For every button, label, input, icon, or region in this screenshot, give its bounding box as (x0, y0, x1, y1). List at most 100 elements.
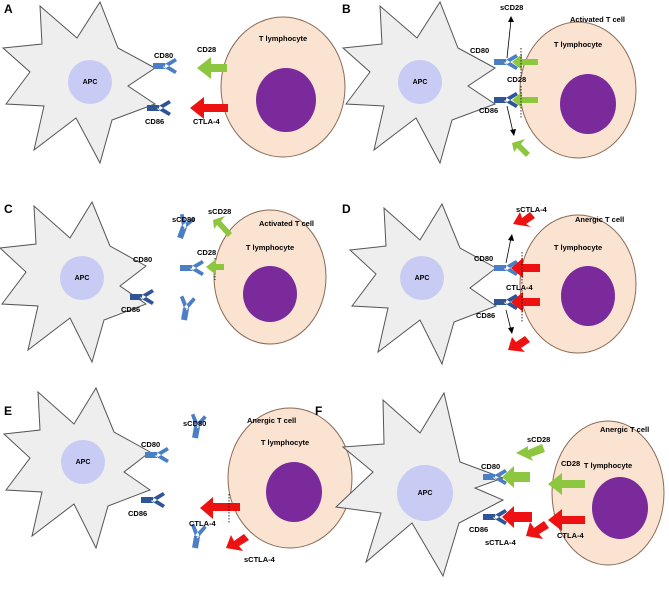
t-lymphocyte-label: T lymphocyte (554, 40, 602, 49)
t-lymphocyte-label: T lymphocyte (554, 243, 602, 252)
release-path-bottom (506, 105, 514, 133)
panel-f: F APC T lymphocyte Anergic T cell sCD28 … (315, 391, 665, 578)
cd86-label: CD86 (479, 106, 498, 115)
t-cell-state-label: Anergic T cell (247, 416, 296, 425)
t-cell-nucleus (256, 68, 316, 132)
scd28-label: sCD28 (527, 435, 550, 444)
cd86-label: CD86 (469, 525, 488, 534)
cd86-receptor (141, 492, 165, 508)
scd28-arrow-released-bottom (512, 139, 530, 157)
cd86-label: CD86 (476, 311, 495, 320)
cd80-label: CD80 (481, 462, 500, 471)
cd80-receptor (494, 260, 518, 276)
release-path-top (506, 19, 512, 59)
apc-nucleus (61, 440, 105, 484)
sctla4-arrow-released-top (513, 212, 535, 227)
sctla4-label: sCTLA-4 (485, 538, 517, 547)
panel-e: E APC T lymphocyte Anergic T cell sCD80 … (2, 386, 353, 564)
cd28-arrow (197, 57, 227, 79)
cd80-receptor (483, 469, 507, 485)
panel-letter: B (342, 2, 351, 16)
scd80-label: sCD80 (172, 215, 195, 224)
cd80-label: CD80 (474, 254, 493, 263)
cd80-receptor (153, 58, 177, 74)
t-lymphocyte-label: T lymphocyte (261, 438, 309, 447)
scd80-soluble-middle (180, 260, 204, 276)
apc-label: APC (76, 459, 91, 466)
release-path-top-head (508, 234, 514, 241)
release-path-bottom-head (508, 327, 514, 334)
scd80-soluble-top (177, 213, 196, 240)
ctla4-label: CTLA-4 (189, 519, 216, 528)
cd28-arrow-membrane (548, 473, 585, 495)
ctla4-arrow (190, 97, 228, 119)
cd80-receptor (494, 54, 518, 70)
t-cell-state-label: Activated T cell (259, 219, 314, 228)
cd86-receptor (494, 294, 518, 310)
ctla4-label: CTLA-4 (193, 117, 220, 126)
cd80-label: CD80 (154, 51, 173, 60)
t-lymphocyte-label: T lymphocyte (259, 34, 307, 43)
ctla4-arrow-bound-bottom (511, 292, 540, 312)
scd28-label: sCD28 (208, 207, 231, 216)
ctla4-arrow-bound (200, 497, 240, 519)
ctla4-arrow-bound-top (511, 258, 540, 278)
apc-label: APC (415, 275, 430, 282)
t-cell-state-label: Anergic T cell (600, 425, 649, 434)
cd80-label: CD80 (470, 46, 489, 55)
release-path-bottom (505, 309, 512, 331)
apc-label: APC (413, 79, 428, 86)
t-lymphocyte-label: T lymphocyte (246, 243, 294, 252)
sctla4-arrow-free (526, 521, 549, 539)
panel-b: B APC T lymphocyte Activated T cell sCD2… (341, 0, 637, 165)
t-cell-nucleus (266, 462, 322, 522)
cd86-label: CD86 (128, 509, 147, 518)
cd80-receptor (145, 447, 169, 463)
release-path-bottom-head (510, 129, 516, 136)
panel-d: D APC T lymphocyte Anergic T cell sCTLA-… (342, 202, 637, 366)
sctla4-arrow-bound (502, 506, 532, 528)
sctla4-label: sCTLA-4 (516, 205, 548, 214)
scd80-label: sCD80 (183, 419, 206, 428)
scd80-soluble-bottom (179, 295, 196, 321)
cd86-label: CD86 (145, 117, 164, 126)
sctla4-arrow-released (226, 534, 249, 551)
panel-a: A APC T lymphocyte CD80 CD86 CD28 CTLA-4 (1, 0, 346, 165)
cd28-arrow-bound-bottom (512, 92, 538, 108)
cd28-label: CD28 (197, 248, 216, 257)
panel-letter: E (4, 404, 12, 418)
cd86-label: CD86 (121, 305, 140, 314)
cd80-label: CD80 (133, 255, 152, 264)
panel-letter: A (4, 2, 13, 16)
apc-label: APC (75, 275, 90, 282)
scd80-soluble-top (190, 413, 207, 439)
t-cell-nucleus (592, 477, 648, 539)
cd28-label: CD28 (507, 75, 526, 84)
release-path-top (505, 237, 512, 264)
panel-letter: D (342, 202, 351, 216)
scd28-arrow-free (516, 444, 545, 461)
t-cell-state-label: Activated T cell (570, 15, 625, 24)
ctla4-arrow-membrane (548, 509, 585, 531)
release-path-top-head (508, 16, 514, 22)
cd28-arrow-bound-top (512, 54, 538, 70)
apc-nucleus (60, 256, 104, 300)
scd80-soluble-bottom (190, 523, 207, 549)
scd28-arrow-released (213, 216, 232, 237)
apc-nucleus (400, 256, 444, 300)
scd28-arrow-bound (502, 466, 530, 488)
t-lymphocyte-label: T lymphocyte (584, 461, 632, 470)
cd28-label: CD28 (197, 45, 216, 54)
t-cell-nucleus (561, 266, 615, 326)
apc-nucleus (68, 60, 112, 104)
apc-nucleus (398, 60, 442, 104)
sctla4-label: sCTLA-4 (244, 555, 276, 564)
panel-c: C APC T lymphocyte Activated T cell sCD8… (0, 200, 327, 364)
apc-nucleus (397, 465, 453, 521)
panel-letter: C (4, 202, 13, 216)
cd86-receptor (147, 100, 171, 116)
apc-label: APC (83, 79, 98, 86)
t-cell-nucleus (243, 266, 297, 322)
apc-label: APC (418, 490, 433, 497)
